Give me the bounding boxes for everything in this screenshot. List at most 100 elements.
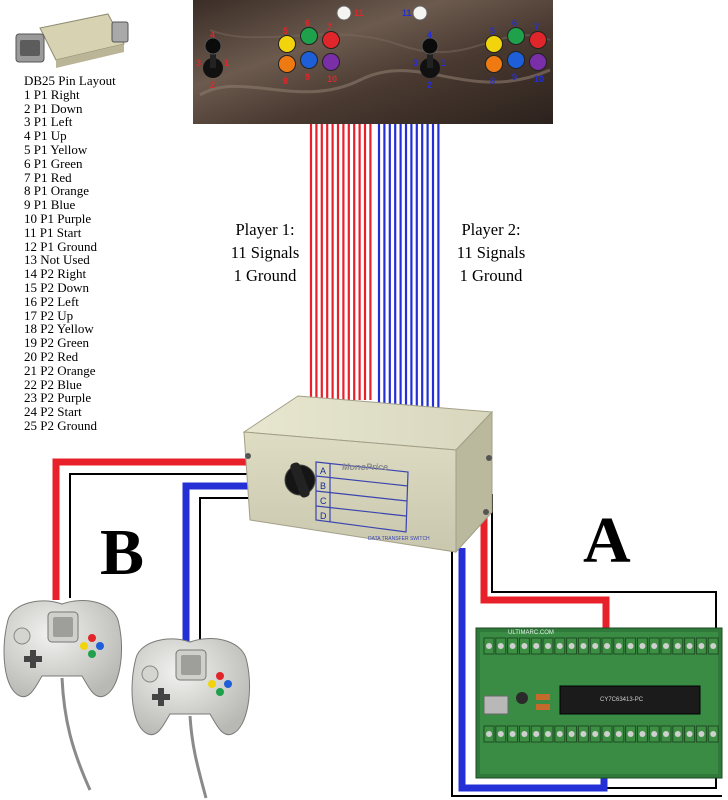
- wire-a-ground: [491, 494, 717, 789]
- pin-entry: 5 P1 Yellow: [24, 141, 88, 157]
- pin-entry: 3 P1 Left: [24, 114, 73, 130]
- output-label-b: B: [100, 516, 145, 589]
- switch-brand: MonoPrice: [342, 462, 388, 472]
- pcb-terminal-screw: [686, 643, 693, 649]
- pcb-terminal-screw: [592, 731, 599, 737]
- pin-entry: 11 P1 Start: [24, 224, 82, 240]
- pcb-terminal-screw: [580, 731, 587, 737]
- pcb-terminal-screw: [627, 731, 634, 737]
- pcb-terminal-screw: [615, 643, 622, 649]
- pin-entry: 4 P1 Up: [24, 128, 67, 144]
- pcb-board: CY7C63413-PC ULTIMARC.COM: [475, 627, 723, 779]
- pin-entry: 20 P2 Red: [24, 348, 79, 364]
- p1-button: [322, 53, 340, 71]
- pin-entry: 25 P2 Ground: [24, 417, 97, 433]
- p1-joystick-number: 2: [210, 80, 215, 90]
- p1-button-number: 10: [327, 74, 337, 84]
- switch-box: A B C D MonoPrice DATA TRANSFER SWITCH: [242, 395, 494, 554]
- wire-b-ground-2: [199, 497, 258, 648]
- player1-label-line2: 11 Signals: [230, 243, 300, 262]
- db25-adapter: [15, 13, 129, 68]
- pcb-terminal-screw: [497, 643, 504, 649]
- pin-entry: 10 P1 Purple: [24, 210, 92, 226]
- pcb-terminal-screw: [651, 643, 658, 649]
- pcb-terminal-screw: [545, 731, 551, 737]
- p2-button: [529, 53, 547, 71]
- player1-label: Player 1: 11 Signals 1 Ground: [210, 218, 320, 287]
- p1-button: [300, 51, 318, 69]
- player1-label-line1: Player 1:: [235, 220, 295, 239]
- p2-joystick-number: 4: [427, 30, 432, 40]
- p2-button: [529, 31, 547, 49]
- pcb-terminal-screw: [509, 731, 516, 737]
- switch-caption: DATA TRANSFER SWITCH: [368, 536, 430, 542]
- pcb-terminal-screw: [698, 731, 705, 737]
- p1-joystick-number: 3: [196, 58, 201, 68]
- pcb-terminal-screw: [545, 643, 551, 649]
- p1-joystick-number: 1: [224, 58, 229, 68]
- pin-entry: 12 P1 Ground: [24, 238, 97, 254]
- pcb-terminal-screw: [639, 643, 646, 649]
- p2-joystick-number: 3: [413, 58, 418, 68]
- pcb-terminal-screw: [615, 731, 622, 737]
- p1-button: [322, 31, 340, 49]
- pin-entry: 7 P1 Red: [24, 169, 72, 185]
- p2-button-number: 10: [534, 74, 544, 84]
- p1-button: [278, 35, 296, 53]
- p1-joystick-number: 4: [210, 30, 215, 40]
- p1-button: [278, 55, 296, 73]
- output-label-a: A: [583, 504, 631, 577]
- pcb-terminal-screw: [556, 643, 563, 649]
- pcb-terminal-screw: [663, 643, 669, 649]
- pcb-terminal-screw: [486, 643, 492, 649]
- switch-position-d: D: [320, 511, 327, 521]
- pcb-terminal-screw: [710, 731, 717, 737]
- player2-label-line1: Player 2:: [461, 220, 521, 239]
- p2-button: [507, 51, 525, 69]
- pcb-terminal-screw: [509, 643, 516, 649]
- player2-label-line3: 1 Ground: [459, 266, 523, 285]
- pcb-terminal-screw: [710, 643, 717, 649]
- p2-button: [485, 55, 503, 73]
- controller-b-left: [3, 600, 123, 791]
- pcb-terminal-screw: [674, 731, 681, 737]
- pcb-brand: ULTIMARC.COM: [508, 630, 554, 636]
- pcb-terminal-screw: [521, 643, 528, 649]
- pin-entry: 14 P2 Right: [24, 266, 87, 282]
- p2-button-number: 9: [512, 72, 517, 82]
- wire-b-red: [52, 458, 252, 600]
- p1-joystick-shaft: [210, 46, 216, 68]
- p1-start-button: [336, 5, 352, 21]
- pcb-terminal-screw: [568, 731, 575, 737]
- pcb-terminal-screw: [604, 643, 610, 649]
- p1-button-number: 8: [283, 76, 288, 86]
- pin-entry: 8 P1 Orange: [24, 183, 89, 199]
- pin-entry: 13 Not Used: [24, 252, 90, 268]
- player2-label-line2: 11 Signals: [456, 243, 526, 262]
- pcb-terminal-screw: [580, 643, 587, 649]
- controller-b-right: [131, 638, 251, 799]
- wire-b-ground: [69, 473, 252, 598]
- p1-button: [300, 27, 318, 45]
- switch-position-c: C: [320, 496, 327, 506]
- pin-entry: 22 P2 Blue: [24, 376, 82, 392]
- pcb-terminal-screw: [556, 731, 563, 737]
- pin-entry: 16 P2 Left: [24, 293, 79, 309]
- pcb-terminal-screw: [521, 731, 528, 737]
- p2-joystick-number: 2: [427, 80, 432, 90]
- pin-entry: 21 P2 Orange: [24, 362, 96, 378]
- pin-legend-title: DB25 Pin Layout: [24, 73, 116, 88]
- pcb-terminal-screw: [639, 731, 646, 737]
- wire-a-red: [480, 492, 610, 628]
- pcb-terminal-screw: [486, 731, 492, 737]
- wire-a-ground-2: [451, 548, 722, 797]
- pin-entry: 9 P1 Blue: [24, 197, 76, 213]
- p1-joystick-ball: [204, 37, 222, 55]
- pcb-terminal-screw: [627, 643, 634, 649]
- p2-button-number: 7: [534, 22, 539, 32]
- p1-start-number: 11: [354, 8, 364, 18]
- p1-button-number: 9: [305, 72, 310, 82]
- pcb-terminal-screw: [533, 643, 540, 649]
- p2-button-number: 6: [512, 18, 517, 28]
- player1-label-line3: 1 Ground: [233, 266, 297, 285]
